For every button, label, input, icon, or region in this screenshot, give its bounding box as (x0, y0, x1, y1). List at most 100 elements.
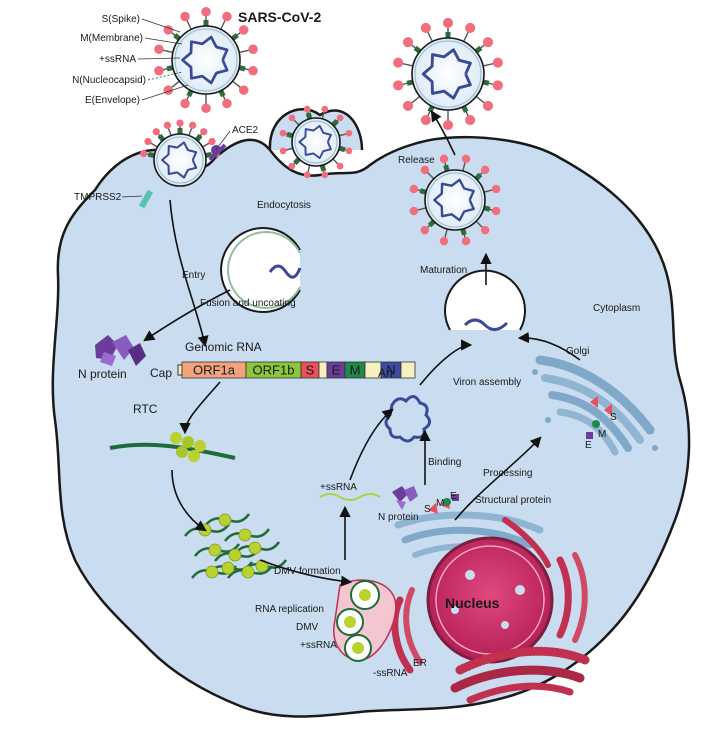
label-dmv: DMV (296, 622, 319, 633)
spike-protein (321, 105, 329, 113)
plus-ssrna-strand (319, 493, 381, 501)
spike-protein (201, 6, 211, 17)
assembly-vesicle (444, 269, 526, 331)
rtc-replication-mesh (184, 513, 288, 579)
label-endocytosis: Endocytosis (257, 200, 311, 211)
spike-protein (154, 65, 164, 76)
virion-release (393, 17, 503, 131)
nucleus (426, 536, 554, 664)
spike-protein (144, 137, 152, 146)
spike-protein (222, 98, 232, 109)
spike-protein (336, 162, 344, 170)
diagram-title: SARS-CoV-2 (238, 9, 321, 25)
spike-protein (465, 22, 476, 33)
label-membrane: M(Membrane) (80, 33, 143, 44)
spike-protein (345, 147, 353, 155)
label-er: ER (413, 658, 427, 669)
fusion-vesicle (220, 227, 302, 313)
spike-protein (321, 171, 329, 179)
spike-protein (420, 165, 430, 175)
genome-segment-label: ORF1a (193, 363, 236, 378)
spike-protein (465, 115, 476, 126)
spike-protein (201, 103, 211, 114)
label-minus-ssrna: -ssRNA (373, 668, 408, 679)
spike-protein (402, 100, 414, 111)
spike-protein (409, 184, 419, 194)
label-release: Release (398, 155, 435, 166)
struct-e-label: E (450, 491, 457, 502)
spike-protein (279, 129, 287, 137)
n-protein-cluster (95, 335, 146, 366)
spike-protein (176, 119, 184, 127)
spike-protein (393, 57, 404, 68)
label-viron-assembly: Viron assembly (453, 377, 521, 388)
spike-protein (303, 105, 311, 113)
spike-protein (154, 44, 164, 55)
label-dmv-formation: DMV formation (274, 566, 341, 577)
label-spike: S(Spike) (102, 14, 140, 25)
label-n-protein-small: N protein (378, 512, 419, 523)
label-tail: An (378, 366, 393, 380)
binding-rna-coil (384, 395, 431, 443)
label-maturation: Maturation (420, 265, 467, 276)
label-fusion: Fusion and uncoating (200, 298, 296, 309)
spike-protein (480, 165, 490, 175)
spike-protein (492, 57, 503, 68)
label-plus-ssrna-dmv: +ssRNA (300, 640, 337, 651)
label-binding: Binding (428, 457, 461, 468)
genome-segment-label: N (386, 363, 395, 378)
spike-protein (439, 236, 449, 246)
dmv-cluster (333, 579, 397, 662)
spike-protein (461, 236, 471, 246)
spike-protein (336, 114, 344, 122)
label-tmprss2: TMPRSS2 (74, 192, 122, 203)
spike-protein (188, 121, 197, 129)
spike-protein (420, 22, 431, 33)
spike-protein (482, 100, 494, 111)
tmprss2-receptor (138, 189, 154, 209)
spike-protein (303, 171, 311, 179)
label-golgi: Golgi (566, 346, 589, 357)
spike-protein (480, 225, 490, 235)
virion-endocytosis (279, 105, 353, 179)
spike-protein (442, 17, 454, 28)
spike-protein (180, 98, 190, 109)
virion-maturation (409, 154, 501, 246)
spike-protein (420, 225, 430, 235)
golgi-m-label: M (598, 429, 606, 440)
spike-protein (279, 147, 287, 155)
spike-protein (208, 137, 216, 146)
golgi-apparatus (532, 355, 658, 456)
spike-protein (248, 44, 258, 55)
golgi-e-label: E (585, 440, 592, 451)
spike-protein (222, 11, 232, 22)
virion-entry (140, 119, 220, 187)
genome-segment-label: M (350, 363, 361, 378)
genome-segment (400, 361, 416, 379)
spike-protein (442, 120, 454, 131)
spike-protein (491, 206, 501, 216)
label-n-protein: N protein (78, 367, 127, 381)
pathway-arrows (143, 110, 581, 587)
spike-protein (248, 65, 258, 76)
label-rtc: RTC (133, 402, 158, 416)
spike-protein (288, 114, 296, 122)
label-cap: Cap (150, 366, 172, 380)
spike-protein (152, 128, 160, 136)
label-nucleus: Nucleus (445, 595, 500, 611)
spike-protein (288, 162, 296, 170)
label-ace2: ACE2 (232, 125, 259, 136)
spike-protein (439, 154, 449, 164)
label-processing: Processing (483, 468, 532, 479)
virion-sars-cov-2 (154, 6, 258, 114)
label-structural-protein: Structural protein (475, 495, 551, 506)
golgi-s-label: S (610, 412, 617, 423)
spike-protein (461, 154, 471, 164)
spike-protein (402, 37, 414, 48)
genome-segment (318, 361, 328, 379)
genome-segment-label: ORF1b (253, 363, 295, 378)
spike-protein (409, 206, 419, 216)
